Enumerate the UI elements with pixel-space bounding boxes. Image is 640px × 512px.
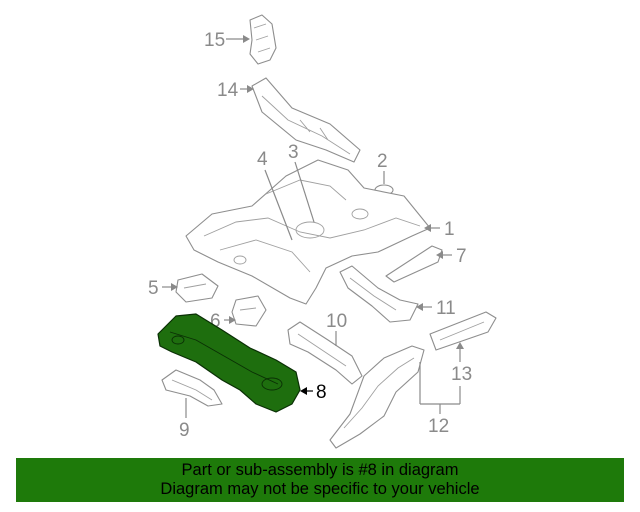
callout-12: 12 [419,362,461,437]
svg-text:13: 13 [451,364,472,385]
callout-8: 8 [300,382,327,403]
info-banner: Part or sub-assembly is #8 in diagram Di… [16,458,624,502]
callout-11: 11 [416,298,456,319]
svg-text:2: 2 [377,151,388,172]
banner-line-1: Part or sub-assembly is #8 in diagram [181,461,459,479]
svg-text:5: 5 [148,278,159,299]
part-12-wheelhouse[interactable] [329,345,425,449]
svg-text:7: 7 [456,246,467,267]
part-15-bracket[interactable] [249,14,277,65]
svg-text:12: 12 [428,416,449,437]
part-1-floor-pan[interactable] [185,159,431,305]
callout-9: 9 [179,398,190,441]
part-5-bracket[interactable] [175,273,219,303]
part-10-crossmember[interactable] [287,321,363,385]
svg-text:15: 15 [204,30,225,51]
svg-text:10: 10 [326,311,347,332]
callout-7: 7 [436,246,467,267]
part-13-rail[interactable] [429,311,497,351]
callout-13: 13 [451,342,472,385]
part-6-bracket[interactable] [231,295,267,327]
callout-4: 4 [257,149,293,241]
part-9-bracket[interactable] [161,369,223,407]
part-11-side-member[interactable] [339,265,419,323]
part-7-strip[interactable] [385,245,443,283]
parts-diagram: 15 14 2 1 3 4 [148,14,497,449]
svg-text:11: 11 [436,298,456,319]
callout-5: 5 [148,278,178,299]
callout-14: 14 [217,80,254,101]
svg-text:4: 4 [257,149,268,170]
callout-6: 6 [210,311,236,332]
part-8-highlighted-crossmember[interactable] [157,313,301,413]
part-14-rail[interactable] [251,77,361,163]
callout-10: 10 [326,311,347,346]
callout-15: 15 [204,30,250,51]
svg-text:6: 6 [210,311,221,332]
svg-text:3: 3 [288,142,299,163]
banner-line-2: Diagram may not be specific to your vehi… [160,480,480,498]
callout-3: 3 [288,142,315,223]
svg-text:8: 8 [316,382,327,403]
svg-text:9: 9 [179,420,190,441]
svg-text:14: 14 [217,80,239,101]
callout-2: 2 [377,151,388,184]
callout-1: 1 [424,219,455,240]
svg-text:1: 1 [444,219,455,240]
